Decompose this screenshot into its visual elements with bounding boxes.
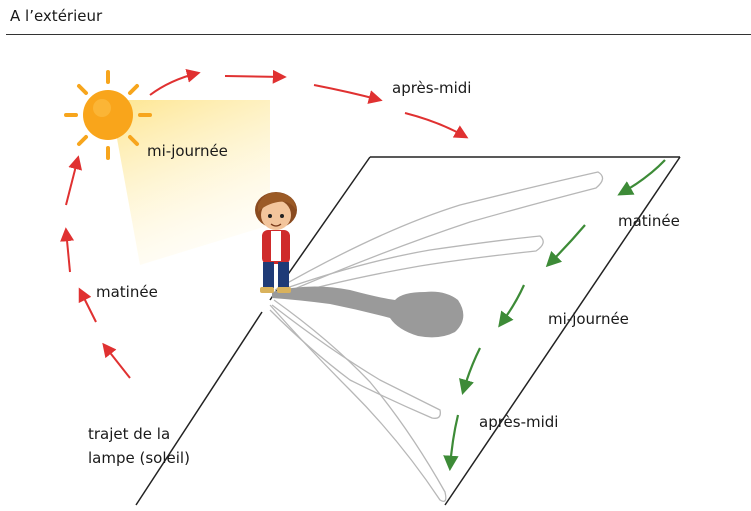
shadow-morning-label: matinée — [618, 212, 680, 230]
shadow-trace-morning — [274, 171, 604, 297]
shadow-path-arrow — [498, 284, 526, 328]
sun-path-arrow — [404, 112, 469, 139]
shadow-path-arrow — [545, 224, 586, 268]
sun-path-caption-line2: lampe (soleil) — [88, 449, 190, 467]
shadow-trace-afternoon — [269, 299, 447, 503]
shadow-trace-afternoon-2 — [269, 304, 441, 419]
sun-path-arrow — [224, 69, 287, 84]
sun-path-arrow — [313, 84, 383, 104]
sun-path-caption-line1: trajet de la — [88, 425, 171, 443]
shadow-midday-label: mi-journée — [548, 310, 629, 328]
ground-plane — [135, 156, 681, 506]
child-figure — [255, 192, 297, 293]
sun-path-arrow — [65, 155, 83, 206]
sun-path-arrow — [149, 68, 201, 96]
shadow-afternoon-label: après-midi — [479, 413, 559, 431]
title-underline — [6, 34, 751, 35]
light-beam — [110, 100, 270, 265]
shadow-traces — [269, 171, 604, 503]
sun-midday-label: mi-journée — [147, 142, 228, 160]
sun-path-arrow — [60, 227, 75, 273]
sun-icon — [64, 70, 152, 160]
shadow-path-arrow — [617, 159, 666, 196]
page-title: A l’extérieur — [10, 7, 103, 25]
sun-afternoon-label: après-midi — [392, 79, 472, 97]
child-shadow — [272, 286, 464, 338]
sun-path-arrows — [60, 68, 469, 379]
sun-morning-label: matinée — [96, 283, 158, 301]
sun-path-arrow — [102, 342, 131, 379]
shadow-trace-morning-2 — [274, 235, 544, 299]
sun-path-arrow — [78, 287, 97, 323]
shadow-path-arrow — [459, 347, 481, 395]
shadow-path-arrow — [443, 414, 460, 472]
shadow-path-arrows — [443, 159, 666, 472]
